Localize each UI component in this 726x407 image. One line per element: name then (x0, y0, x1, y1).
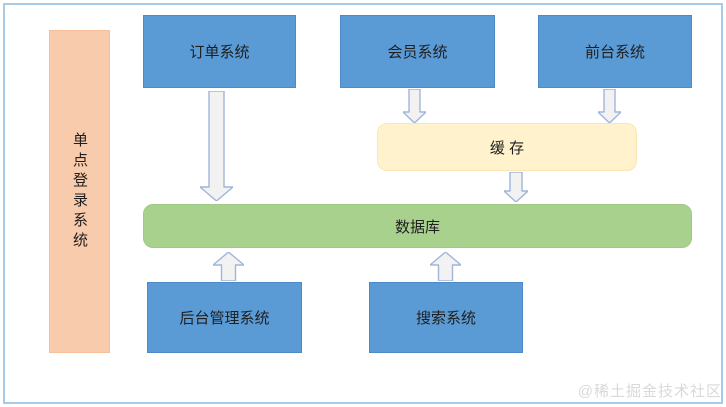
node-cache: 缓 存 (377, 123, 637, 171)
arrow-front-to-cache-icon (598, 89, 621, 123)
arrow-search-to-database-icon (430, 252, 461, 281)
arrow-cache-to-database-icon (504, 172, 528, 202)
node-search-label: 搜索系统 (415, 310, 476, 327)
node-cache-label: 缓 存 (489, 139, 525, 157)
node-member-system: 会员系统 (340, 15, 495, 88)
arrow-admin-to-database-icon (213, 252, 244, 281)
node-database-label: 数据库 (394, 218, 440, 236)
node-sso-label: 单点登录系统 (71, 131, 88, 252)
node-database: 数据库 (143, 204, 692, 248)
node-admin-label: 后台管理系统 (179, 310, 270, 327)
node-member-label: 会员系统 (387, 44, 448, 61)
node-front-system: 前台系统 (538, 15, 692, 88)
arrow-order-to-database-icon (200, 91, 233, 201)
node-order-label: 订单系统 (189, 44, 250, 61)
node-front-label: 前台系统 (584, 44, 645, 61)
arrow-member-to-cache-icon (403, 89, 426, 123)
node-admin-system: 后台管理系统 (147, 282, 302, 353)
node-search-system: 搜索系统 (369, 282, 523, 353)
node-order-system: 订单系统 (143, 15, 296, 88)
node-sso-system: 单点登录系统 (49, 30, 110, 353)
watermark: @稀土掘金技术社区 (577, 383, 722, 400)
